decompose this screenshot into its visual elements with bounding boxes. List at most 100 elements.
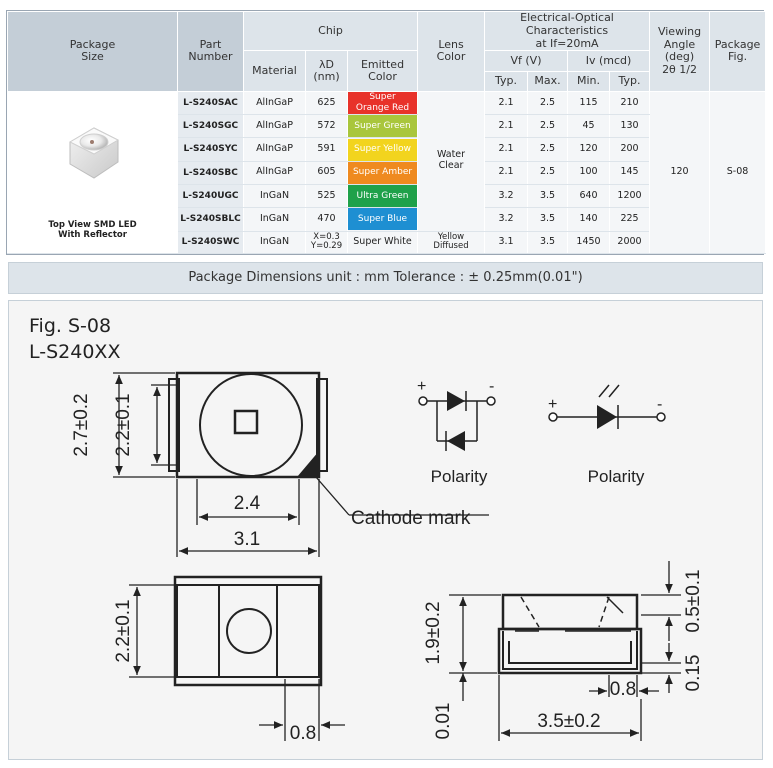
wavelength: 525 <box>305 184 348 209</box>
figure-part: L-S240XX <box>29 341 121 363</box>
wavelength: 470 <box>305 207 348 232</box>
smd-led-photo <box>68 127 120 179</box>
header-material: Material <box>243 50 306 92</box>
part-number: L-S240SWC <box>177 230 244 255</box>
iv-min: 100 <box>567 160 611 186</box>
polarity-plus: + <box>417 378 426 395</box>
emitted-color-cell: Super Green <box>346 114 419 139</box>
iv-typ: 200 <box>609 137 651 162</box>
wavelength: 572 <box>305 114 348 139</box>
top-view <box>168 371 328 479</box>
dim-bottom-height: 2.2±0.1 <box>113 599 134 662</box>
iv-min: 1450 <box>567 230 611 255</box>
color-swatch: Super Yellow <box>348 138 418 161</box>
iv-typ: 1200 <box>609 184 651 209</box>
vf-typ: 2.1 <box>484 90 529 116</box>
part-number: L-S240SBLC <box>177 207 244 232</box>
wavelength: 625 <box>305 90 348 116</box>
polarity-minus-single: - <box>657 396 662 413</box>
top-view-dimensions <box>113 372 489 557</box>
dim-side-pad: 0.8 <box>610 679 636 700</box>
vf-typ: 2.1 <box>484 160 529 186</box>
header-iv: Iv (mcd) <box>567 50 651 72</box>
diode-icon <box>447 391 465 411</box>
header-vf-typ: Typ. <box>484 70 529 92</box>
package-drawing: 2.7±0.2 2.2±0.1 2.4 3.1 Cathode mark + -… <box>71 371 704 744</box>
iv-min: 115 <box>567 90 611 116</box>
cathode-mark-label: Cathode mark <box>351 508 471 529</box>
dim-width-outer: 3.1 <box>234 529 260 550</box>
dim-width-inner: 2.4 <box>234 493 261 514</box>
cathode-mark-triangle <box>297 451 319 477</box>
iv-min: 640 <box>567 184 611 209</box>
material: InGaN <box>243 184 306 209</box>
header-iv-min: Min. <box>567 70 611 92</box>
polarity-label-dual: Polarity <box>431 467 488 486</box>
color-swatch: Super Amber <box>348 161 418 184</box>
part-number: L-S240SGC <box>177 114 244 139</box>
polarity-label-single: Polarity <box>588 467 645 486</box>
figure-title: Fig. S-08 L-S240XX <box>29 313 120 365</box>
material: AlInGaP <box>243 90 306 116</box>
polarity-plus-single: + <box>548 396 557 413</box>
header-wavelength: λD(nm) <box>305 50 348 92</box>
light-ray-icon <box>598 384 610 398</box>
header-chip: Chip <box>242 10 419 52</box>
part-number: L-S240SYC <box>177 137 244 162</box>
iv-min: 140 <box>567 207 611 232</box>
dim-side-zero: 0.01 <box>433 703 454 740</box>
emitted-color-cell: Super White <box>346 230 419 255</box>
iv-min: 45 <box>567 114 611 139</box>
dim-side-width: 3.5±0.2 <box>537 711 600 732</box>
emitted-color-cell: Super Amber <box>346 160 419 186</box>
part-number: L-S240UGC <box>177 184 244 209</box>
polarity-symbol-single <box>548 384 666 429</box>
dim-side-top: 0.5±0.1 <box>683 569 704 632</box>
vf-max: 2.5 <box>527 160 569 186</box>
vf-max: 2.5 <box>527 137 569 162</box>
wavelength: 591 <box>305 137 348 162</box>
dim-bottom-pad: 0.8 <box>290 723 316 744</box>
iv-typ: 145 <box>609 160 651 186</box>
vf-max: 3.5 <box>527 207 569 232</box>
dim-height-inner: 2.2±0.1 <box>113 393 134 456</box>
polarity-symbol-dual <box>418 391 496 451</box>
material: AlInGaP <box>243 137 306 162</box>
vf-typ: 3.2 <box>484 207 529 232</box>
vf-typ: 3.2 <box>484 184 529 209</box>
viewing-angle-value: 120 <box>649 90 711 255</box>
dim-side-height: 1.9±0.2 <box>423 601 444 664</box>
iv-min: 120 <box>567 137 611 162</box>
vf-typ: 3.1 <box>484 230 529 255</box>
material: InGaN <box>243 207 306 232</box>
drawing-panel: Fig. S-08 L-S240XX <box>8 300 763 760</box>
emitted-color-cell: Super Blue <box>346 207 419 232</box>
iv-typ: 2000 <box>609 230 651 255</box>
figure-number: Fig. S-08 <box>29 315 112 337</box>
led-diode-icon <box>597 405 617 429</box>
bottom-view-dimensions <box>129 584 345 741</box>
iv-typ: 210 <box>609 90 651 116</box>
wavelength: 605 <box>305 160 348 186</box>
iv-typ: 225 <box>609 207 651 232</box>
vf-max: 3.5 <box>527 230 569 255</box>
header-vf-max: Max. <box>527 70 569 92</box>
side-view-dimensions <box>449 561 681 741</box>
package-dimensions-bar: Package Dimensions unit : mm Tolerance :… <box>8 262 763 294</box>
vf-max: 3.5 <box>527 184 569 209</box>
vf-typ: 2.1 <box>484 137 529 162</box>
color-swatch: Super Green <box>348 115 418 138</box>
light-ray-icon <box>608 384 620 398</box>
header-vf: Vf (V) <box>484 50 569 72</box>
part-number: L-S240SAC <box>177 90 244 116</box>
